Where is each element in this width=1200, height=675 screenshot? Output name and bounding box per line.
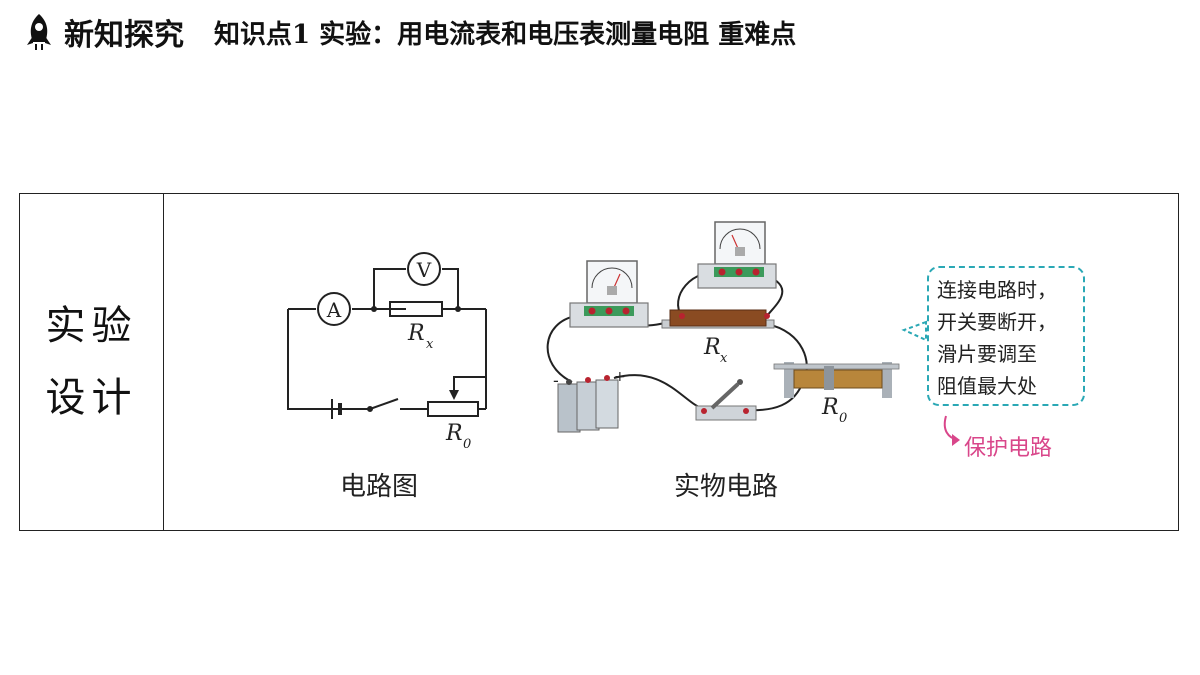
physical-meter-left bbox=[569, 260, 649, 328]
section-title: 新知探究 bbox=[64, 18, 184, 53]
note-line-3: 滑片要调至 bbox=[937, 342, 1037, 366]
experiment-diagram: A V R x R 0 bbox=[287, 221, 960, 452]
physical-battery-pack bbox=[557, 375, 619, 433]
schematic-r0-sub: 0 bbox=[463, 437, 471, 452]
note-pointer bbox=[901, 320, 927, 342]
content-table: 实验 设计 bbox=[19, 193, 1179, 531]
battery-plus-label: + bbox=[614, 369, 626, 385]
schematic-rx-sub: x bbox=[426, 337, 434, 352]
battery-minus-label: - bbox=[553, 371, 559, 390]
voltmeter-symbol bbox=[407, 252, 441, 286]
rx-resistor bbox=[389, 301, 443, 317]
physical-rx-resistor bbox=[661, 309, 775, 329]
note-line-4: 阻值最大处 bbox=[937, 374, 1037, 398]
physical-switch bbox=[695, 379, 757, 421]
schematic-rx-label: R bbox=[407, 321, 425, 346]
protect-arrow-curve bbox=[943, 415, 959, 441]
physical-r0-label: R bbox=[821, 395, 839, 420]
caption-physical: 实物电路 bbox=[674, 472, 779, 502]
junction-dot-left bbox=[371, 306, 377, 312]
note-line-2: 开关要断开， bbox=[937, 310, 1057, 334]
row-label-line1: 实验 bbox=[45, 303, 138, 349]
topic-title: 知识点1 实验：用电流表和电压表测量电阻 重难点 bbox=[214, 19, 797, 50]
protect-circuit-label: 保护电路 bbox=[964, 436, 1053, 461]
rocket-icon bbox=[27, 14, 51, 50]
protect-arrow-head bbox=[952, 434, 960, 446]
ammeter-label: A bbox=[326, 298, 342, 322]
row-label: 实验 设计 bbox=[20, 194, 164, 530]
circuit-schematic bbox=[287, 268, 487, 419]
rheostat-slider-arrow bbox=[449, 390, 459, 400]
physical-meter-top bbox=[697, 221, 777, 289]
note-line-1: 连接电路时， bbox=[937, 278, 1057, 302]
rheostat-body bbox=[427, 401, 479, 417]
row-content: A V R x R 0 bbox=[164, 194, 1178, 530]
physical-rx-sub: x bbox=[720, 351, 728, 366]
ammeter-symbol bbox=[317, 292, 351, 326]
physical-rheostat bbox=[773, 362, 900, 398]
caption-schematic: 电路图 bbox=[340, 472, 419, 502]
voltmeter-label: V bbox=[416, 258, 432, 282]
row-label-line2: 设计 bbox=[45, 375, 138, 421]
header: 新知探究 知识点1 实验：用电流表和电压表测量电阻 重难点 bbox=[22, 10, 796, 54]
physical-rx-label: R bbox=[703, 335, 721, 360]
schematic-r0-label: R bbox=[445, 421, 463, 446]
switch-lever bbox=[369, 398, 399, 410]
note-box: 连接电路时， 开关要断开， 滑片要调至 阻值最大处 bbox=[927, 266, 1085, 406]
junction-dot-right bbox=[455, 306, 461, 312]
physical-r0-sub: 0 bbox=[839, 411, 847, 426]
